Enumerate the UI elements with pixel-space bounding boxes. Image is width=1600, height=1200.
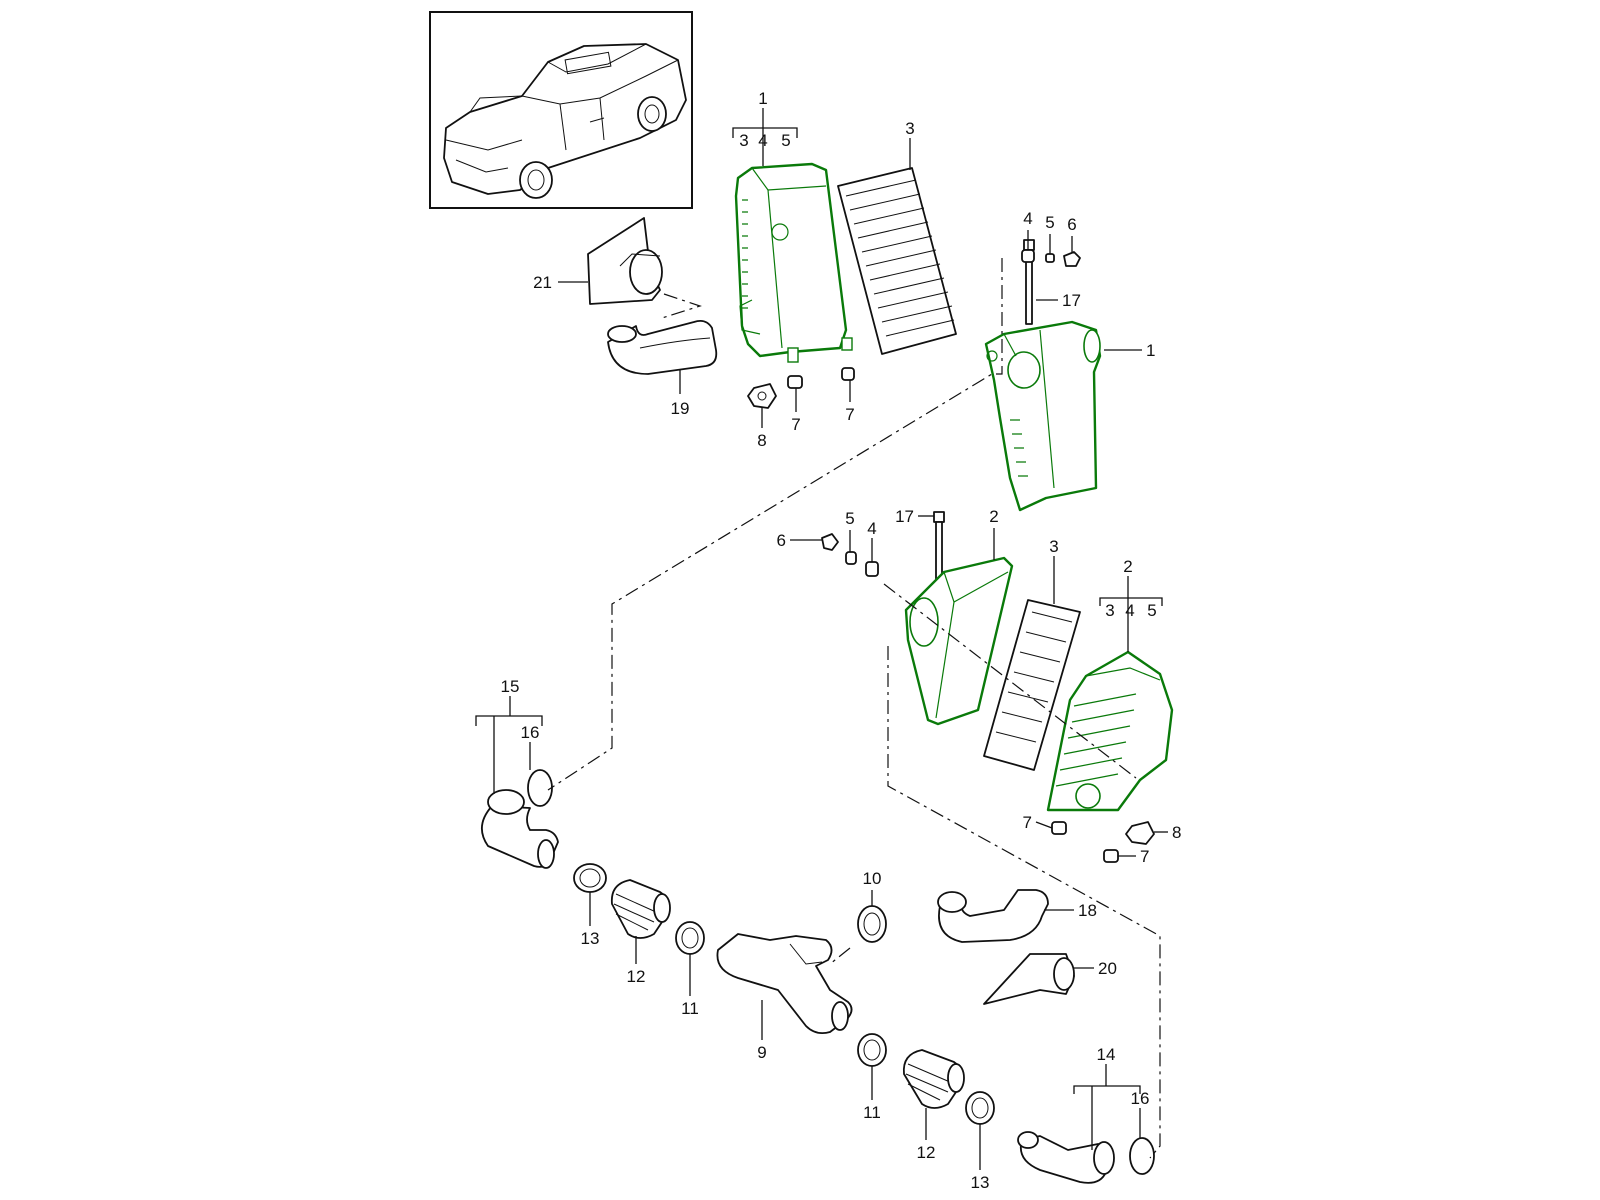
hose-clamp-11-left [675, 921, 705, 955]
air-pipe-18 [937, 889, 1049, 943]
intake-pipe-15 [481, 789, 559, 869]
intake-duct-20 [983, 953, 1075, 1005]
air-filter-element-top [837, 167, 957, 355]
seal-ring-16-left [527, 769, 553, 807]
callout-10: 10 [863, 869, 882, 888]
callout-3-top: 3 [905, 119, 914, 138]
callout-6-top: 6 [1067, 215, 1076, 234]
callout-5-sub-right: 5 [1147, 601, 1156, 620]
callout-4-mid: 4 [867, 519, 876, 538]
callout-3-sub: 3 [739, 131, 748, 150]
fasteners-456-mid [821, 533, 879, 577]
hose-clamp-13-left [573, 863, 607, 893]
callout-3-sub-right: 3 [1105, 601, 1114, 620]
callout-1-right: 1 [1146, 341, 1155, 360]
callout-11-left: 11 [681, 999, 699, 1018]
air-filter-housing-right-lower [1046, 650, 1174, 812]
callout-7-top-a: 7 [791, 415, 800, 434]
bellows-12-left [610, 879, 671, 939]
callout-9: 9 [757, 1043, 766, 1062]
callout-4-sub: 4 [758, 131, 767, 150]
callout-3-mid: 3 [1049, 537, 1058, 556]
intake-pipe-14 [1017, 1131, 1115, 1184]
callout-4-sub-right: 4 [1125, 601, 1134, 620]
callout-1-top-left: 1 [758, 89, 767, 108]
callout-7-bottom-b: 7 [1140, 847, 1149, 866]
callout-5-mid: 5 [845, 509, 854, 528]
callout-4-top: 4 [1023, 209, 1032, 228]
grommets-78-bottom [1051, 821, 1155, 863]
intake-duct-21 [587, 217, 663, 305]
callout-12-right: 12 [917, 1143, 936, 1162]
hose-clamp-11-right [857, 1033, 887, 1067]
callout-7-top-b: 7 [845, 405, 854, 424]
callout-12-left: 12 [627, 967, 646, 986]
callout-19: 19 [671, 399, 690, 418]
callout-labels: 1 3 4 5 3 4 5 6 17 1 21 19 8 7 7 17 5 4 … [501, 89, 1182, 1192]
callout-13-right: 13 [971, 1173, 990, 1192]
assembly-lines [547, 258, 1161, 1159]
hose-clamp-10 [857, 905, 887, 943]
grommet-nut-top [747, 367, 855, 409]
callout-21: 21 [533, 273, 552, 292]
callout-15: 15 [501, 677, 520, 696]
callout-2-right: 2 [1123, 557, 1132, 576]
callout-6-mid: 6 [777, 531, 786, 550]
y-pipe-9 [716, 933, 853, 1035]
seal-ring-16-right [1129, 1137, 1155, 1175]
callout-2-mid: 2 [989, 507, 998, 526]
callout-7-bottom-a: 7 [1023, 813, 1032, 832]
air-filter-housing-right [984, 320, 1102, 512]
callout-8-bottom: 8 [1172, 823, 1181, 842]
callout-18: 18 [1078, 901, 1097, 920]
air-filter-housing-left [734, 162, 853, 363]
callout-16-right: 16 [1131, 1089, 1150, 1108]
callout-14: 14 [1097, 1045, 1116, 1064]
callout-8-top: 8 [757, 431, 766, 450]
callout-5-top: 5 [1045, 213, 1054, 232]
leader-lines [475, 108, 1168, 1170]
callout-11-right: 11 [863, 1103, 881, 1122]
callout-16-left: 16 [521, 723, 540, 742]
callout-17-top: 17 [1062, 291, 1081, 310]
hose-clamp-13-right [965, 1091, 995, 1125]
callout-5-sub: 5 [781, 131, 790, 150]
callout-20: 20 [1098, 959, 1117, 978]
air-pipe-19 [607, 319, 718, 375]
callout-17-mid: 17 [895, 507, 914, 526]
vehicle-thumbnail [429, 11, 693, 209]
bellows-12-right [902, 1049, 965, 1109]
air-filter-element-mid [983, 599, 1081, 771]
callout-13-left: 13 [581, 929, 600, 948]
